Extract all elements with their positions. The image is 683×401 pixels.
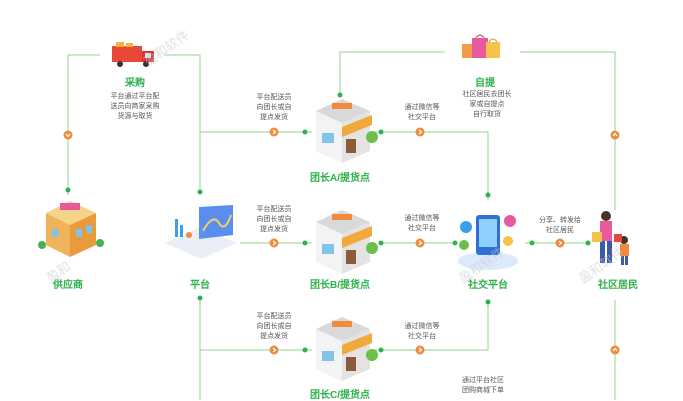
truck-icon [112,42,154,67]
c-to-social-note: 通过微信等 社交平台 [404,323,440,340]
residents-pickup-line [520,51,616,210]
b-to-social-note: 通过微信等 社交平台 [404,215,440,232]
platform-monitor-icon [165,205,237,259]
arrow-right-icon [415,238,425,248]
a-social-line [375,131,489,200]
a-to-social-note: 通过微信等 社交平台 [404,104,440,121]
arrow-right-icon [269,127,279,137]
platform-to-a-note: 平台配送员 向团长或自 提点发货 [256,94,292,121]
pickup-label: 自提 [475,78,495,89]
arrow-up-icon [610,345,620,355]
residents-people-icon [592,211,629,265]
arrow-right-icon [269,345,279,355]
leader-a-label: 团长A/提货点 [310,173,370,184]
arrow-markers [63,127,620,355]
purchase-desc: 平台通过平台配 送员向商家采购 货源与取货 [110,93,160,120]
arrow-down-icon [63,130,73,140]
store-icon [316,317,378,381]
platform-label: 平台 [190,280,210,291]
residents-label: 社区居民 [598,280,638,291]
social-label: 社交平台 [468,280,508,291]
arrow-up-icon [610,130,620,140]
store-icon [316,210,378,274]
supplier-building-icon [38,201,104,257]
social-platform-icon [458,215,518,270]
arrow-right-icon [555,238,565,248]
arrow-right-icon [415,345,425,355]
arrow-right-icon [415,127,425,137]
social-to-residents-note: 分享、转发给 社区居民 [539,217,581,234]
purchase-platform-line [165,54,201,190]
leader-c-label: 团长C/提货点 [310,390,370,401]
supplier-label: 供应商 [53,280,83,291]
leader-b-label: 团长B/提货点 [310,280,370,291]
purchase-label: 采购 [125,78,145,89]
connector-dots [65,92,591,353]
pickup-desc: 社区居民去团长 家或自提点 自行取货 [462,91,512,118]
shopping-bags-icon [462,34,500,58]
platform-to-b-note: 平台配送员 向团长或自 提点发货 [256,206,292,233]
pickup-leader-line [339,51,445,95]
store-icon [316,99,378,163]
platform-to-c-note: 平台配送员 向团长或自 提点发货 [256,313,292,340]
bottom-order-note: 通过平台社区 团购商城下单 [462,377,504,394]
c-social-line [375,300,489,351]
arrow-right-icon [269,238,279,248]
